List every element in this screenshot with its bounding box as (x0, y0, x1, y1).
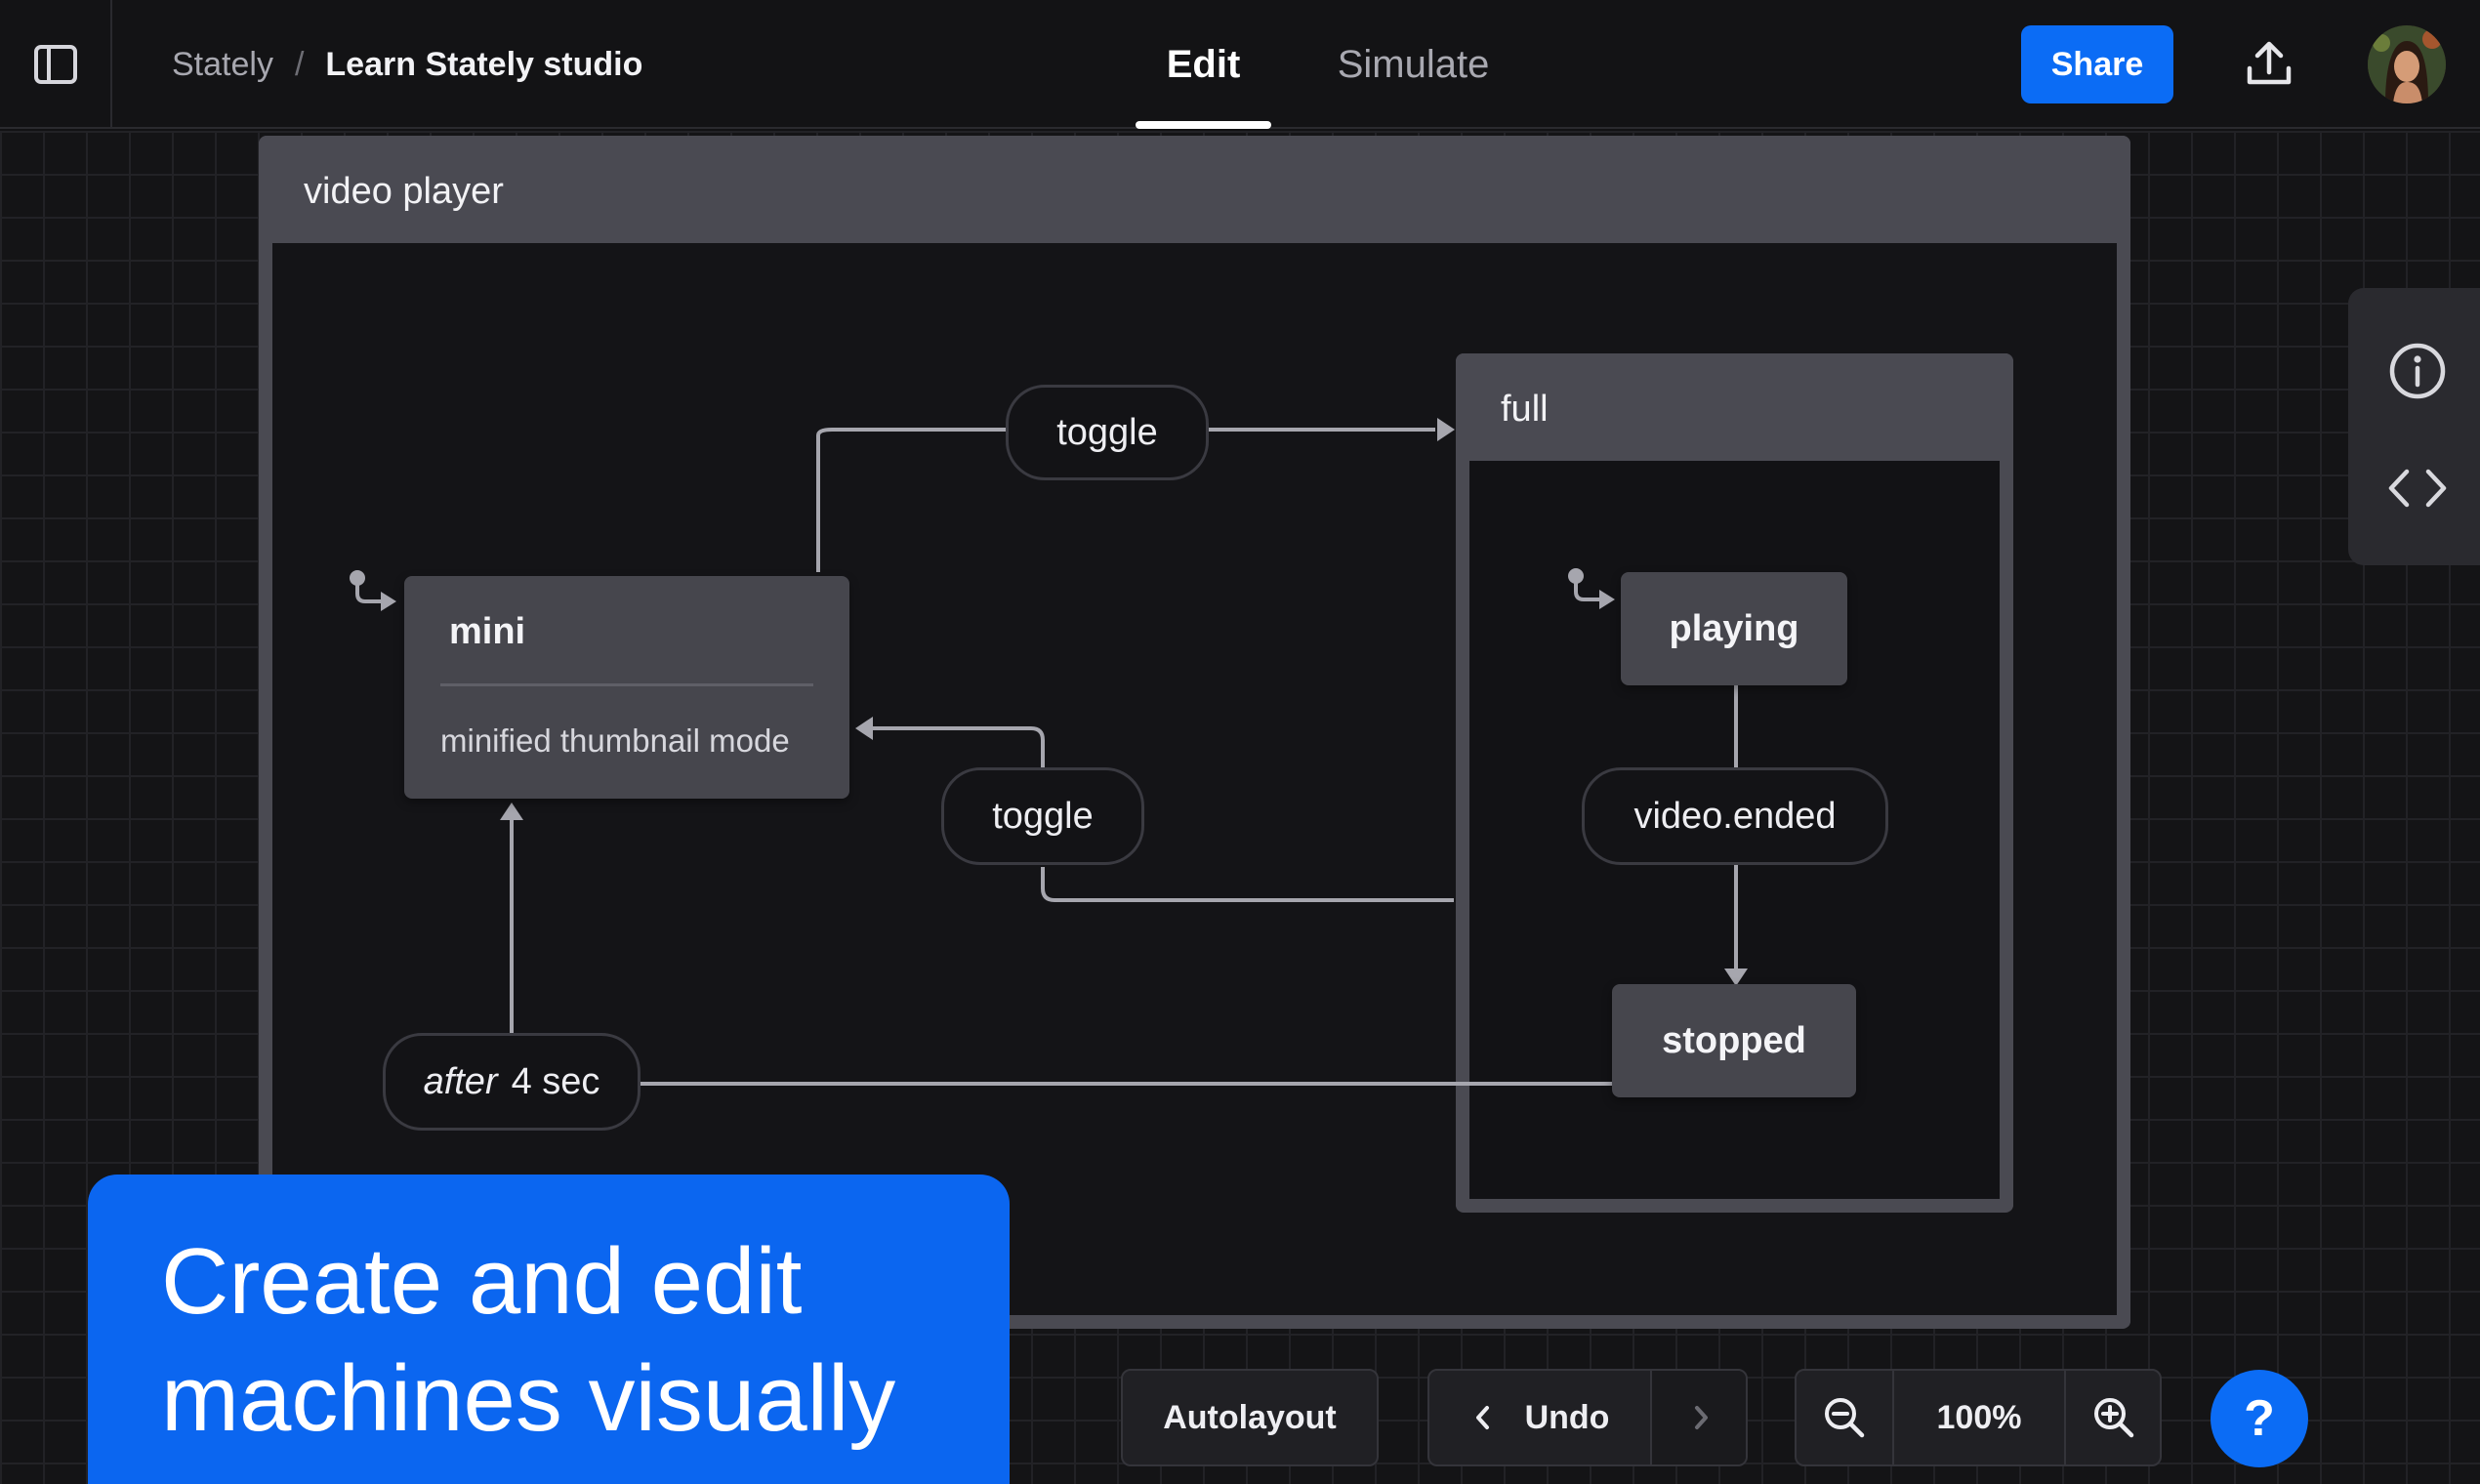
state-mini-divider (440, 683, 813, 686)
mode-tabs: Edit Simulate (1123, 0, 1543, 129)
state-mini-label: mini (449, 611, 526, 652)
arrowhead-full (1437, 418, 1455, 441)
state-playing[interactable]: playing (1621, 572, 1847, 685)
right-side-panel (2348, 288, 2480, 565)
breadcrumb: Stately / Learn Stately studio (172, 0, 642, 129)
initial-state-icon (1568, 568, 1615, 609)
upload-button[interactable] (2238, 33, 2300, 96)
code-icon (2388, 469, 2447, 508)
transition-toggle-to-mini[interactable]: toggle (941, 767, 1144, 865)
top-bar: Stately / Learn Stately studio Edit Simu… (0, 0, 2480, 129)
transition-toggle-to-full[interactable]: toggle (1006, 385, 1209, 480)
sidebar-toggle-icon (33, 45, 77, 84)
code-button[interactable] (2383, 454, 2452, 522)
autolayout-button[interactable]: Autolayout (1121, 1369, 1379, 1466)
tab-simulate[interactable]: Simulate (1337, 42, 1490, 86)
state-mini-description: minified thumbnail mode (440, 722, 790, 759)
edge-mini-to-toggle (816, 428, 1008, 572)
promo-line-2: machines visually (161, 1346, 896, 1451)
share-button[interactable]: Share (2021, 25, 2173, 103)
avatar-image (2368, 25, 2446, 103)
transition-after-delay[interactable]: after 4 sec (383, 1033, 641, 1131)
help-button[interactable]: ? (2211, 1370, 2308, 1467)
undo-button[interactable]: Undo (1429, 1371, 1650, 1464)
redo-button[interactable] (1650, 1371, 1746, 1464)
upload-icon (2247, 41, 2292, 85)
arrowhead-mini-toggle (855, 717, 873, 740)
info-button[interactable] (2383, 337, 2452, 405)
transition-video-ended[interactable]: video.ended (1582, 767, 1888, 865)
promo-banner: Create and edit machines visually (88, 1175, 1010, 1484)
arrowhead-stopped (1724, 969, 1748, 986)
breadcrumb-root[interactable]: Stately (172, 45, 273, 83)
info-icon (2389, 343, 2446, 399)
zoom-in-button[interactable] (2064, 1371, 2160, 1464)
undo-redo-group: Undo (1427, 1369, 1748, 1466)
zoom-in-icon (2094, 1398, 2134, 1438)
zoom-level[interactable]: 100% (1936, 1398, 2022, 1436)
undo-label: Undo (1524, 1398, 1610, 1436)
state-stopped[interactable]: stopped (1612, 984, 1856, 1097)
state-full-label: full (1456, 353, 2013, 461)
after-keyword: after (423, 1060, 498, 1102)
breadcrumb-separator: / (294, 45, 305, 83)
chevron-right-icon (1695, 1406, 1708, 1429)
edge-toggle-to-mini (869, 726, 1045, 767)
chevron-left-icon (1475, 1406, 1489, 1429)
breadcrumb-current[interactable]: Learn Stately studio (325, 45, 643, 83)
zoom-out-icon (1825, 1398, 1865, 1438)
zoom-out-button[interactable] (1797, 1371, 1894, 1464)
edge-full-to-toggle (1041, 867, 1454, 902)
after-delay-value: 4 sec (511, 1060, 600, 1102)
state-mini[interactable]: mini minified thumbnail mode (404, 576, 849, 799)
canvas[interactable]: video player full (0, 131, 2480, 1484)
zoom-controls: 100% (1795, 1369, 2162, 1466)
avatar[interactable] (2368, 25, 2446, 103)
transition-edges (500, 418, 1748, 1086)
promo-line-1: Create and edit (161, 1229, 803, 1334)
tab-edit[interactable]: Edit (1123, 0, 1284, 129)
initial-state-icon (350, 570, 396, 611)
state-video-player-label: video player (259, 136, 2130, 243)
sidebar-toggle-button[interactable] (0, 0, 112, 129)
arrowhead-mini-after (500, 803, 523, 820)
